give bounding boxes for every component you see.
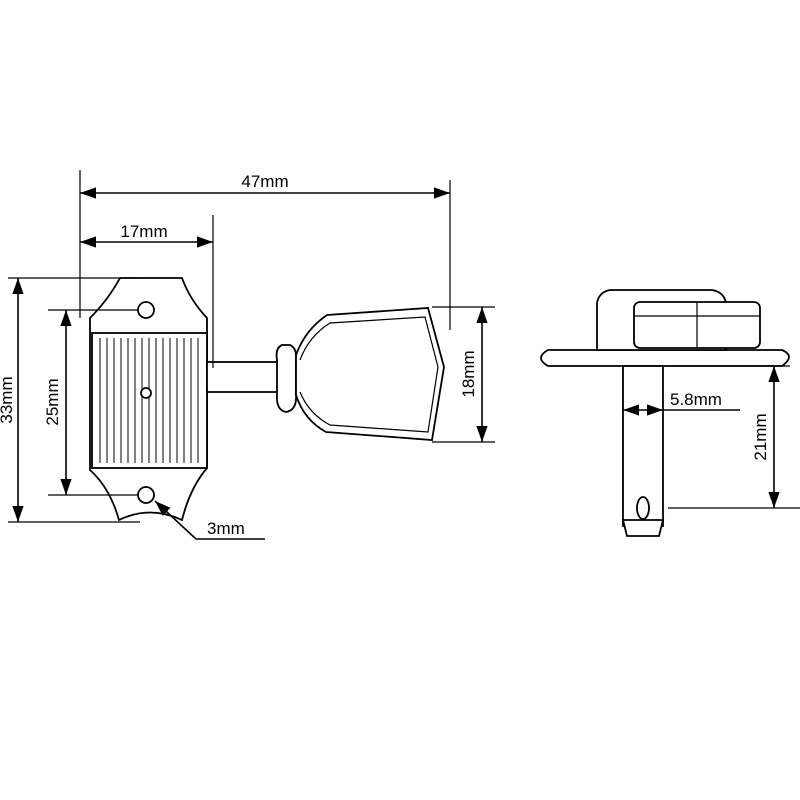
dimension-post-height: 21mm — [751, 366, 780, 508]
tuner-button — [295, 307, 445, 441]
dimension-label-3mm: 3mm — [207, 519, 245, 538]
dimension-label-33mm: 33mm — [0, 376, 16, 423]
dimension-label-5-8mm: 5.8mm — [670, 390, 722, 409]
dimension-button-height: 18mm — [459, 307, 488, 442]
post-tip — [621, 519, 665, 537]
front-view — [89, 277, 445, 522]
string-hole — [636, 496, 650, 520]
dimension-overall-length: 47mm — [80, 172, 450, 199]
center-rivet — [140, 387, 152, 399]
dimension-label-18mm: 18mm — [459, 350, 478, 397]
dimension-label-17mm: 17mm — [120, 222, 167, 241]
side-view — [540, 289, 790, 537]
dimension-hole-spacing: 25mm — [43, 310, 72, 495]
dimension-plate-to-post: 17mm — [80, 222, 213, 248]
tuner-shaft — [206, 361, 280, 393]
shaft-collar — [275, 344, 298, 413]
dimension-hole-diameter: 3mm — [154, 500, 265, 540]
dimension-post-diameter: 5.8mm — [623, 390, 740, 416]
top-mounting-hole — [137, 301, 155, 319]
tuner-button-inner — [299, 316, 439, 433]
dimension-label-21mm: 21mm — [751, 413, 770, 460]
side-baseplate — [540, 349, 790, 367]
dimension-label-25mm: 25mm — [43, 378, 62, 425]
dimension-plate-height: 33mm — [0, 278, 24, 522]
bottom-mounting-hole — [137, 486, 155, 504]
dimension-label-47mm: 47mm — [241, 172, 288, 191]
side-extension-lines — [668, 365, 800, 509]
gear-housing-ribs — [99, 338, 199, 463]
